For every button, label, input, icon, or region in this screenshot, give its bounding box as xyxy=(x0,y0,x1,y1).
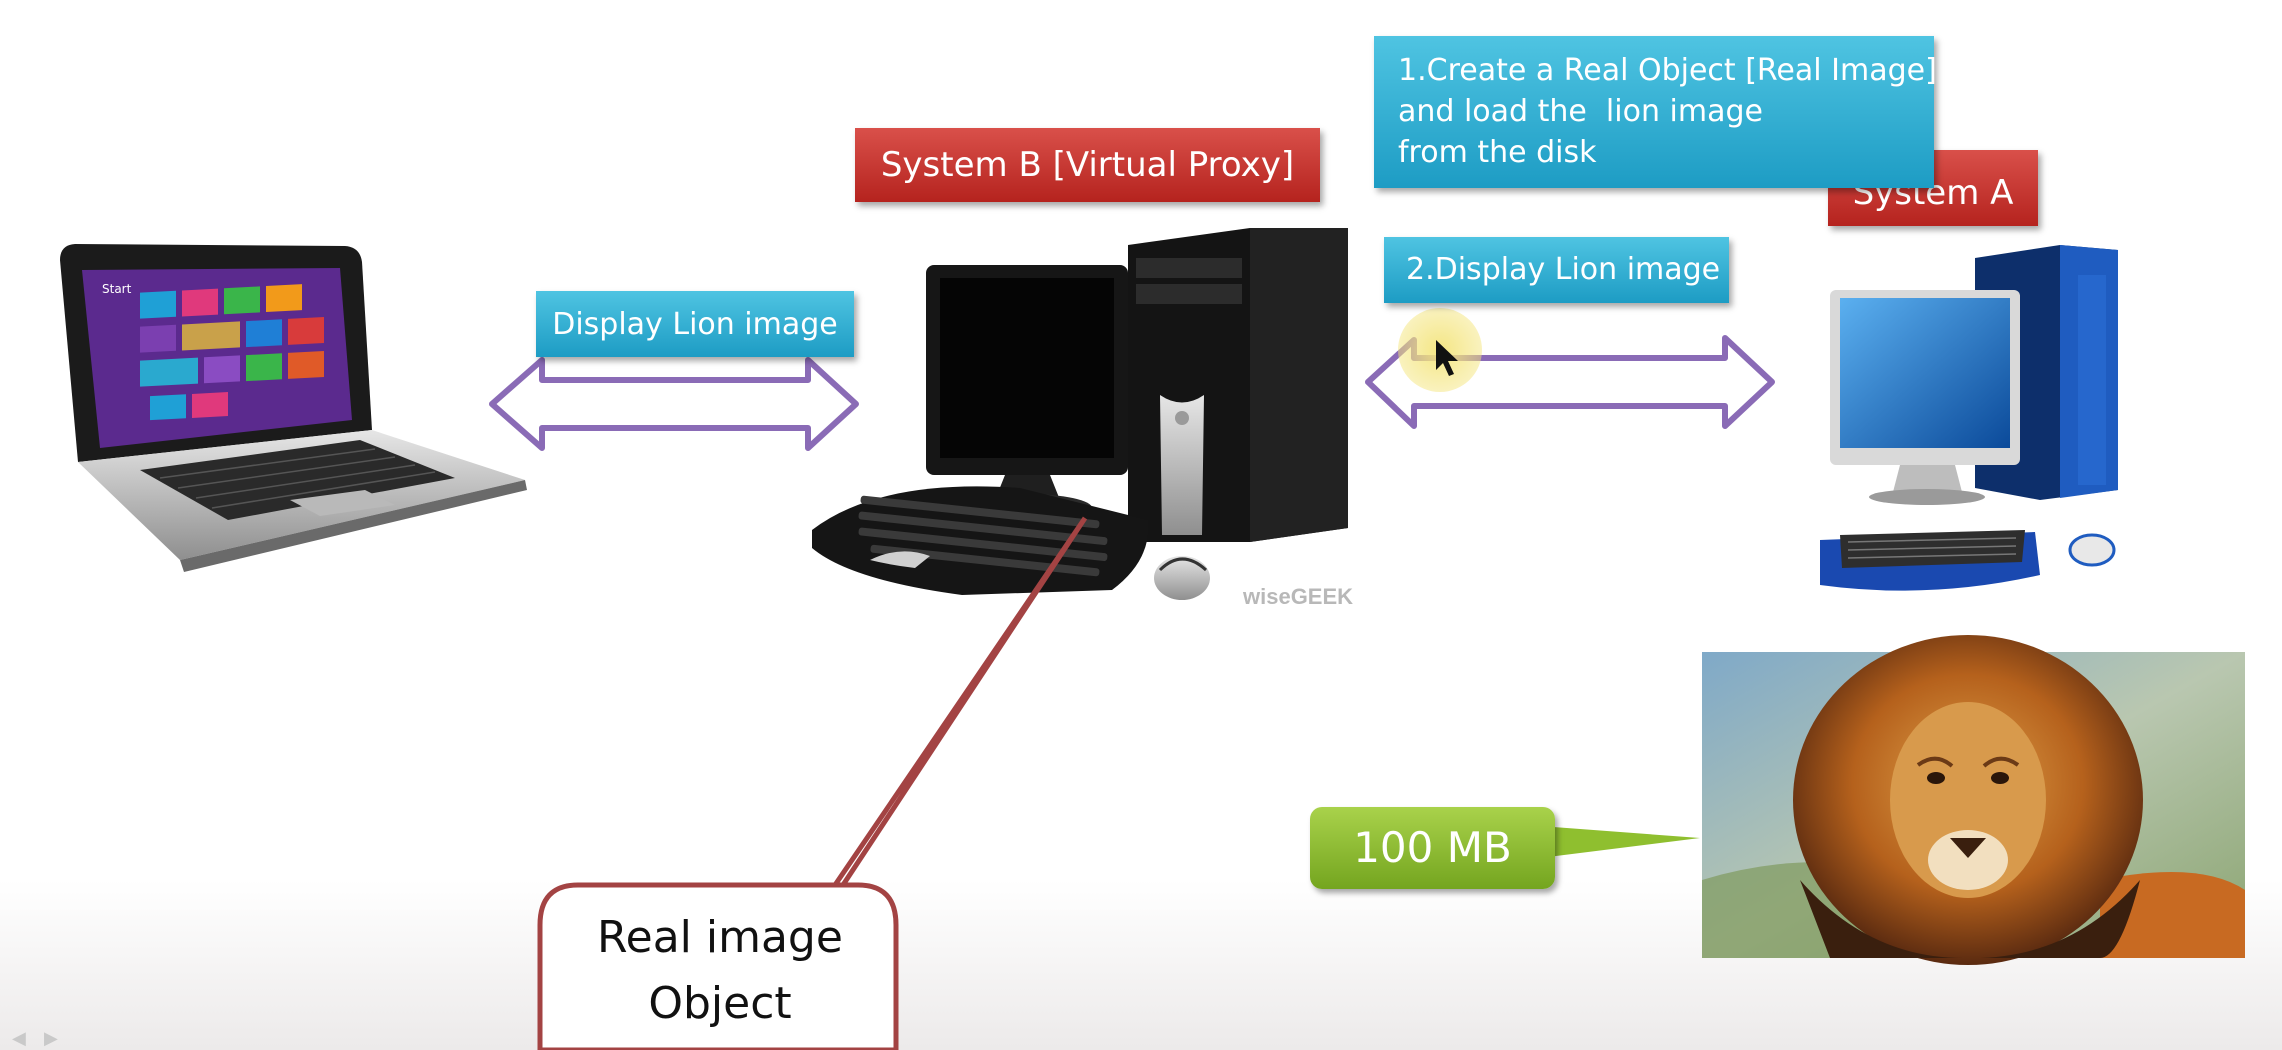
real-image-callout-shape xyxy=(537,516,1088,1050)
step2-display-lion-label: 2.Display Lion image xyxy=(1384,237,1729,303)
laptop-start-screen: Start xyxy=(102,282,324,421)
slide-nav-prev-icon[interactable]: ◀ xyxy=(12,1028,26,1048)
lion-photo xyxy=(1702,635,2245,965)
step1-line-1: 1.Create a Real Object [Real Image] xyxy=(1398,53,1937,88)
callout-line-2: Object xyxy=(648,978,792,1029)
system-a-keyboard-keys xyxy=(1847,537,2017,559)
image-size-badge: 100 MB xyxy=(1310,807,1555,889)
callout-line-1: Real image xyxy=(597,912,843,963)
proxy-keyboard-keys xyxy=(858,495,1108,577)
step1-create-real-object-label: 1.Create a Real Object [Real Image] and … xyxy=(1374,36,1937,188)
desktop-computer-icon xyxy=(1820,245,2118,591)
desktop-computer-icon: wiseGEEK xyxy=(812,228,1353,609)
real-image-object-callout: Real image Object xyxy=(540,905,900,1037)
step1-line-2: and load the lion image xyxy=(1398,94,1763,129)
size-badge-pointer xyxy=(1540,826,1700,858)
step1-line-3: from the disk xyxy=(1398,135,1597,170)
laptop-icon: Start xyxy=(60,244,527,572)
display-lion-image-label: Display Lion image xyxy=(536,291,854,357)
laptop-start-text: Start xyxy=(102,282,132,296)
system-b-virtual-proxy-label: System B [Virtual Proxy] xyxy=(855,128,1320,202)
laptop-keyboard-keys xyxy=(159,448,436,509)
double-headed-arrow-icon xyxy=(489,357,859,451)
slide-nav-next-icon[interactable]: ▶ xyxy=(44,1028,58,1048)
watermark-text: wiseGEEK xyxy=(1242,584,1353,609)
mouse-cursor-icon xyxy=(1436,340,1458,376)
